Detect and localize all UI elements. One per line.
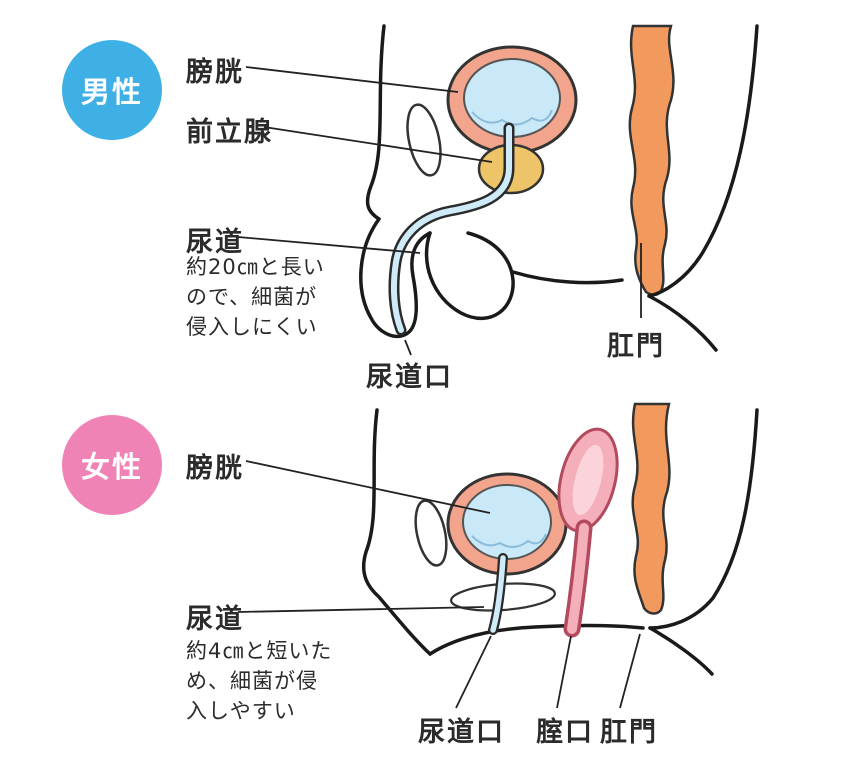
female-bladder-label: 膀胱 (186, 453, 244, 484)
male-prostate-label: 前立腺 (186, 117, 273, 148)
female-leader-lines (237, 460, 641, 709)
note-line: 約20㎝と長い (186, 255, 325, 279)
note-line: め、細菌が侵 (186, 669, 318, 693)
note-line: 侵入しにくい (186, 315, 318, 339)
male-badge: 男性 (62, 40, 162, 140)
male-urethra-shape (388, 122, 515, 336)
leader-line (245, 66, 459, 93)
leader-line (263, 126, 493, 163)
male-leader-lines (237, 66, 642, 356)
female-urethra-label: 尿道 (186, 604, 244, 635)
female-urethra-note: 約4㎝と短いた め、細菌が侵 入しやすい (186, 636, 332, 726)
male-rectum-shape (628, 24, 675, 297)
leader-line (619, 633, 641, 709)
male-anus-label: 肛門 (607, 331, 665, 362)
female-rectum-shape (631, 402, 671, 615)
leader-line (404, 339, 412, 356)
female-body-outline (361, 408, 759, 676)
male-urethral-opening-label: 尿道口 (366, 362, 453, 393)
leader-line (455, 635, 492, 709)
leader-line (237, 236, 421, 254)
female-figure (237, 402, 759, 709)
female-vagina-shape (563, 519, 593, 638)
female-badge: 女性 (62, 415, 162, 515)
leader-line (556, 635, 572, 709)
male-urethra-note: 約20㎝と長い ので、細菌が 侵入しにくい (186, 252, 325, 342)
male-urethra-label: 尿道 (186, 227, 244, 258)
female-bladder-shape (462, 484, 552, 560)
note-line: 約4㎝と短いた (186, 639, 333, 663)
leader-line (245, 460, 491, 514)
female-pubic-bone-shape (414, 499, 448, 567)
male-pubic-bone-shape (406, 103, 442, 177)
male-bladder-label: 膀胱 (186, 57, 244, 88)
female-anus-label: 肛門 (600, 717, 658, 748)
note-line: ので、細菌が (186, 285, 318, 309)
female-urethra-shape (488, 553, 508, 635)
male-figure (237, 24, 759, 356)
female-bladder-inner-fold (471, 533, 547, 548)
male-body-outline (359, 24, 759, 352)
leader-line (237, 606, 485, 613)
female-vaginal-opening-label: 腟口 (536, 717, 594, 748)
female-urethral-opening-label: 尿道口 (418, 717, 505, 748)
male-bladder-inner-fold (471, 109, 553, 126)
note-line: 入しやすい (186, 699, 296, 723)
female-uterus-shape (557, 427, 619, 533)
